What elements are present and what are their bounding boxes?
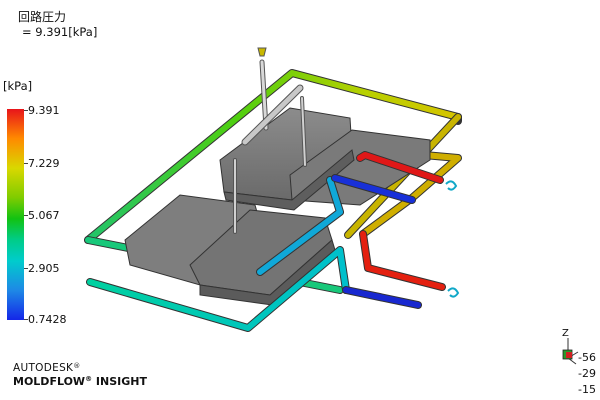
axis-value: -29 — [578, 367, 596, 380]
legend-tick-mark — [24, 268, 28, 269]
legend-tick-mark — [24, 110, 28, 111]
autodesk-logo-text: AUTODESK® — [13, 362, 81, 374]
legend-tick-max: 9.391 — [28, 104, 60, 117]
cooling-channel-front — [86, 176, 350, 332]
legend-tick-mark — [24, 319, 28, 320]
legend-tick-mark — [24, 163, 28, 164]
legend-tick: 5.067 — [28, 209, 60, 222]
color-scale-bar — [7, 109, 24, 320]
coolant-pipes — [331, 151, 446, 309]
legend-tick: 7.229 — [28, 157, 60, 170]
axis-value: -15 — [578, 383, 596, 396]
coolant-inlet-icon — [445, 180, 460, 298]
result-title: 回路圧力 — [18, 10, 67, 24]
axis-z-label: Z — [562, 328, 569, 339]
axis-triad-icon — [562, 338, 579, 365]
legend-tick: 2.905 — [28, 262, 60, 275]
runner-system — [233, 59, 307, 234]
result-value: = 9.391[kPa] — [22, 25, 98, 39]
legend-unit: [kPa] — [3, 79, 33, 93]
legend-tick-mark — [24, 215, 28, 216]
legend-tick-min: 0.7428 — [28, 313, 67, 326]
axis-value: -56 — [578, 351, 596, 364]
orientation-triad[interactable]: Z — [556, 328, 600, 374]
injection-point-icon — [257, 47, 267, 57]
moldflow-logo-text: MOLDFLOW® INSIGHT — [13, 375, 147, 388]
